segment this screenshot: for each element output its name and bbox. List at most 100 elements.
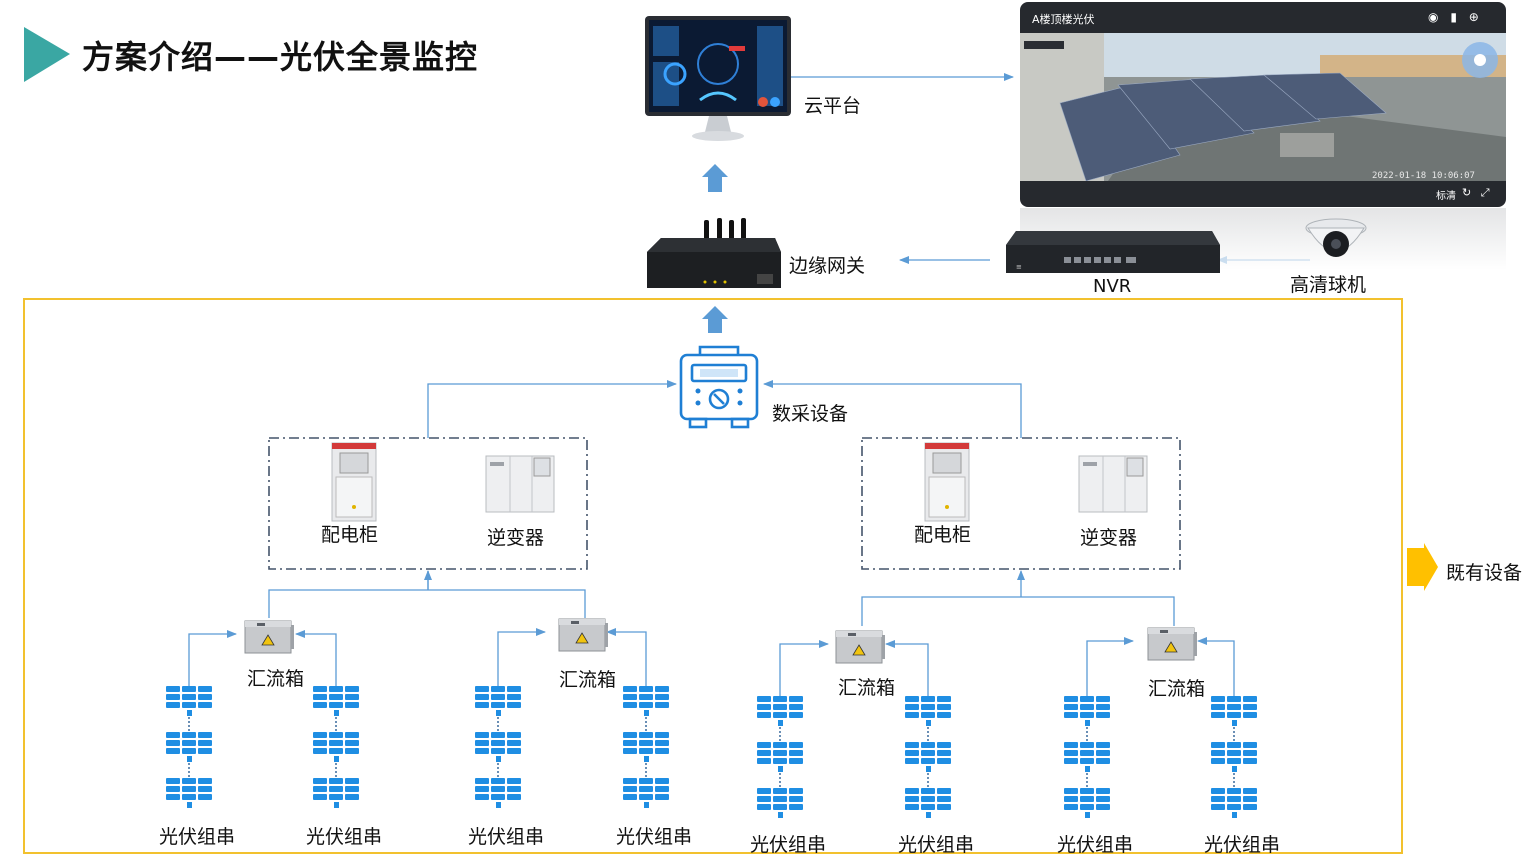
pv-string-label: 光伏组串 bbox=[750, 834, 827, 856]
camera-timestamp: 2022-01-18 10:06:07 bbox=[1372, 171, 1475, 181]
existing-equipment-arrow-icon bbox=[1407, 543, 1438, 591]
solar-panel-icon bbox=[1210, 696, 1259, 730]
solar-panel-icon bbox=[312, 686, 361, 720]
existing-equipment-label: 既有设备 bbox=[1446, 562, 1523, 584]
title-marker-icon bbox=[24, 27, 70, 82]
solar-panel-icon bbox=[622, 732, 671, 766]
link-combiners-to-group-right bbox=[861, 596, 1175, 626]
combiner-box-icon bbox=[243, 617, 295, 661]
solar-panel-icon bbox=[756, 788, 805, 822]
hd-dome-camera-icon bbox=[1305, 218, 1367, 257]
solar-panel-icon bbox=[165, 778, 214, 812]
link-strings-combiner-2 bbox=[497, 628, 546, 686]
combiner-box-label: 汇流箱 bbox=[247, 668, 305, 690]
camera-live-view[interactable]: A楼顶楼光伏 ◉ ▮ ⊕ 2022-01-18 10:06:07 标清 ↻ ⤢ bbox=[1020, 2, 1506, 207]
solar-panel-icon bbox=[312, 732, 361, 766]
solar-panel-icon bbox=[1063, 788, 1112, 822]
series-dots bbox=[1233, 773, 1237, 787]
up-arrow-gateway-to-cloud bbox=[702, 164, 728, 192]
video-icon[interactable]: ▮ bbox=[1450, 10, 1457, 24]
distribution-cabinet-label: 配电柜 bbox=[321, 524, 379, 546]
link-group-right-to-collector bbox=[763, 380, 1022, 438]
cloud-platform-label: 云平台 bbox=[804, 95, 862, 117]
pv-string-label: 光伏组串 bbox=[1057, 834, 1134, 856]
solar-panel-icon bbox=[904, 788, 953, 822]
solar-panel-icon bbox=[904, 742, 953, 776]
link-strings-combiner-4b bbox=[1197, 637, 1235, 696]
edge-gateway-icon bbox=[647, 218, 781, 288]
solar-panel-icon bbox=[1210, 788, 1259, 822]
series-dots bbox=[1086, 773, 1090, 787]
distribution-cabinet-label: 配电柜 bbox=[914, 524, 972, 546]
solar-panel-icon bbox=[622, 778, 671, 812]
solar-panel-icon bbox=[1063, 696, 1112, 730]
series-dots bbox=[645, 717, 649, 731]
link-combiners-to-group-left bbox=[268, 571, 586, 618]
solar-panel-icon bbox=[165, 732, 214, 766]
data-collector-icon bbox=[679, 345, 759, 429]
inverter-label: 逆变器 bbox=[1080, 527, 1138, 549]
link-strings-combiner-4 bbox=[1086, 637, 1134, 696]
pv-string-label: 光伏组串 bbox=[468, 826, 545, 848]
series-dots bbox=[188, 717, 192, 731]
inverter-icon bbox=[485, 455, 555, 513]
nvr-label: NVR bbox=[1093, 276, 1132, 297]
series-dots bbox=[497, 763, 501, 777]
up-arrow-collector-to-gateway bbox=[702, 306, 728, 333]
quality-selector[interactable]: 标清 bbox=[1436, 191, 1456, 202]
combiner-box-label: 汇流箱 bbox=[1148, 678, 1206, 700]
data-collector-label: 数采设备 bbox=[772, 403, 849, 425]
rooftop-solar-video-frame bbox=[1020, 33, 1506, 181]
nvr-recorder-icon: ≡ bbox=[1006, 231, 1220, 273]
equipment-group-left-frame bbox=[268, 437, 588, 570]
series-dots bbox=[335, 717, 339, 731]
series-dots bbox=[927, 773, 931, 787]
link-strings-combiner-2b bbox=[606, 628, 647, 686]
series-dots bbox=[645, 763, 649, 777]
pv-string-label: 光伏组串 bbox=[898, 834, 975, 856]
solar-panel-icon bbox=[474, 778, 523, 812]
series-dots bbox=[188, 763, 192, 777]
combiner-box-icon bbox=[1146, 624, 1198, 668]
distribution-cabinet-icon bbox=[331, 442, 377, 522]
series-dots bbox=[335, 763, 339, 777]
fullscreen-icon[interactable]: ⤢ bbox=[1480, 186, 1490, 199]
edge-gateway-label: 边缘网关 bbox=[789, 255, 866, 277]
solar-panel-icon bbox=[474, 686, 523, 720]
ptz-control-icon[interactable] bbox=[1460, 38, 1500, 84]
combiner-box-label: 汇流箱 bbox=[838, 677, 896, 699]
series-dots bbox=[779, 773, 783, 787]
solar-panel-icon bbox=[756, 696, 805, 730]
distribution-cabinet-icon bbox=[924, 442, 970, 522]
solar-panel-icon bbox=[756, 742, 805, 776]
combiner-box-icon bbox=[834, 627, 886, 671]
series-dots bbox=[779, 727, 783, 741]
solar-panel-icon bbox=[1210, 742, 1259, 776]
solar-panel-icon bbox=[904, 696, 953, 730]
solar-panel-icon bbox=[165, 686, 214, 720]
inverter-icon bbox=[1078, 455, 1148, 513]
link-strings-combiner-1 bbox=[188, 630, 237, 686]
series-dots bbox=[1086, 727, 1090, 741]
hd-camera-label: 高清球机 bbox=[1290, 274, 1367, 296]
pv-string-label: 光伏组串 bbox=[159, 826, 236, 848]
camera-icon[interactable]: ◉ bbox=[1428, 10, 1439, 24]
link-group-left-to-collector bbox=[427, 380, 677, 438]
solar-panel-icon bbox=[312, 778, 361, 812]
solar-panel-icon bbox=[474, 732, 523, 766]
existing-equipment-frame bbox=[23, 298, 1403, 854]
inverter-label: 逆变器 bbox=[487, 527, 545, 549]
zoom-icon[interactable]: ⊕ bbox=[1468, 10, 1479, 24]
pv-string-label: 光伏组串 bbox=[616, 826, 693, 848]
refresh-icon[interactable]: ↻ bbox=[1462, 186, 1472, 199]
equipment-group-right-frame bbox=[861, 437, 1181, 570]
link-strings-combiner-1b bbox=[295, 630, 337, 686]
combiner-box-label: 汇流箱 bbox=[559, 669, 617, 691]
combiner-box-icon bbox=[557, 615, 609, 659]
svg-text:≡: ≡ bbox=[1016, 263, 1022, 271]
link-strings-combiner-3 bbox=[779, 640, 829, 696]
link-strings-combiner-3b bbox=[885, 640, 929, 696]
series-dots bbox=[497, 717, 501, 731]
pv-string-label: 光伏组串 bbox=[1204, 834, 1281, 856]
pv-string-label: 光伏组串 bbox=[306, 826, 383, 848]
